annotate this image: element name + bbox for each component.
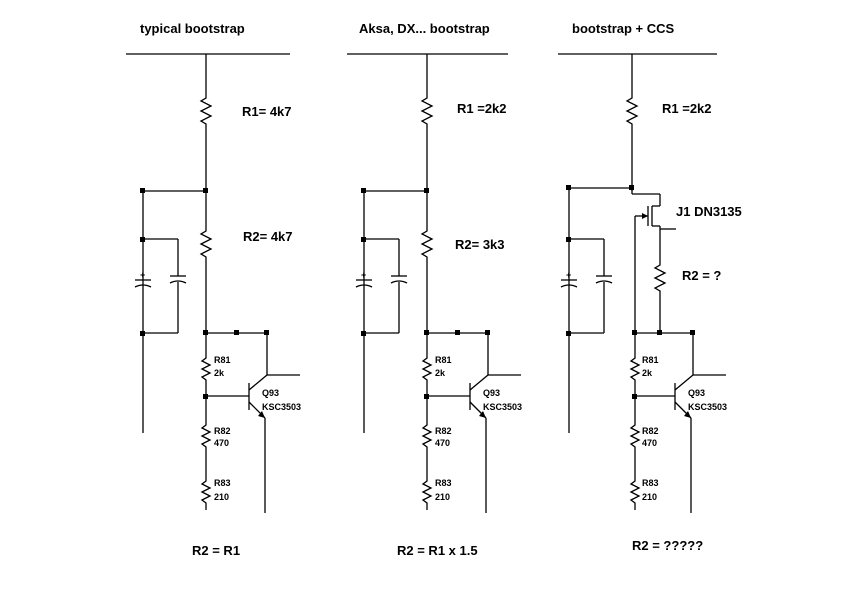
- formula: R2 = R1 x 1.5: [397, 543, 478, 558]
- circuit-title: bootstrap + CCS: [572, 21, 675, 36]
- svg-text:KSC3503: KSC3503: [688, 402, 727, 412]
- svg-text:R83: R83: [435, 478, 452, 488]
- svg-text:+: +: [566, 270, 571, 280]
- resistor-r2: [199, 227, 213, 261]
- svg-text:470: 470: [435, 438, 450, 448]
- resistor-r82: [421, 422, 433, 450]
- svg-text:R83: R83: [642, 478, 659, 488]
- formula: R2 = ?????: [632, 538, 703, 553]
- resistor-r81: [200, 355, 212, 383]
- r1-label: R1 =2k2: [457, 101, 507, 116]
- svg-text:KSC3503: KSC3503: [483, 402, 522, 412]
- r2-label: R2= 3k3: [455, 237, 505, 252]
- svg-text:210: 210: [214, 492, 229, 502]
- circuit-aksa-dx-bootstrap: Aksa, DX... bootstrap R1 =2k2 R2= 3k3 +: [347, 21, 522, 558]
- resistor-r2: [420, 227, 434, 261]
- svg-text:2k: 2k: [435, 368, 446, 378]
- resistor-r81: [629, 355, 641, 383]
- svg-text:470: 470: [214, 438, 229, 448]
- resistor-r1: [199, 94, 213, 128]
- formula: R2 = R1: [192, 543, 240, 558]
- resistor-r81: [421, 355, 433, 383]
- svg-text:R82: R82: [642, 426, 659, 436]
- circuit-title: typical bootstrap: [140, 21, 245, 36]
- resistor-r2: [653, 262, 667, 294]
- junction-dot: [140, 188, 145, 193]
- svg-text:R82: R82: [435, 426, 452, 436]
- r2-label: R2 = ?: [682, 268, 721, 283]
- svg-text:R81: R81: [435, 355, 452, 365]
- r2-label: R2= 4k7: [243, 229, 293, 244]
- r1-label: R1 =2k2: [662, 101, 712, 116]
- resistor-r83: [200, 478, 212, 510]
- svg-text:R82: R82: [214, 426, 231, 436]
- resistor-r82: [200, 422, 212, 450]
- circuit-bootstrap-ccs: bootstrap + CCS R1 =2k2 J1 DN3135 R2 = ?: [558, 21, 742, 553]
- svg-text:R83: R83: [214, 478, 231, 488]
- svg-text:+: +: [361, 270, 366, 280]
- svg-text:Q93: Q93: [688, 388, 705, 398]
- circuit-title: Aksa, DX... bootstrap: [359, 21, 490, 36]
- resistor-r83: [629, 478, 641, 510]
- j1-label: J1 DN3135: [676, 204, 742, 219]
- svg-text:2k: 2k: [642, 368, 653, 378]
- svg-text:Q93: Q93: [262, 388, 279, 398]
- resistor-r1: [420, 94, 434, 128]
- svg-text:R81: R81: [642, 355, 659, 365]
- resistor-r83: [421, 478, 433, 510]
- svg-text:KSC3503: KSC3503: [262, 402, 301, 412]
- svg-text:+: +: [140, 270, 145, 280]
- svg-text:470: 470: [642, 438, 657, 448]
- resistor-r1: [625, 94, 639, 128]
- circuit-typical-bootstrap: typical bootstrap R1= 4k7 R2= 4k7 +: [126, 21, 301, 558]
- svg-text:210: 210: [642, 492, 657, 502]
- svg-text:210: 210: [435, 492, 450, 502]
- svg-text:R81: R81: [214, 355, 231, 365]
- r1-label: R1= 4k7: [242, 104, 292, 119]
- resistor-r82: [629, 422, 641, 450]
- svg-text:Q93: Q93: [483, 388, 500, 398]
- svg-text:2k: 2k: [214, 368, 225, 378]
